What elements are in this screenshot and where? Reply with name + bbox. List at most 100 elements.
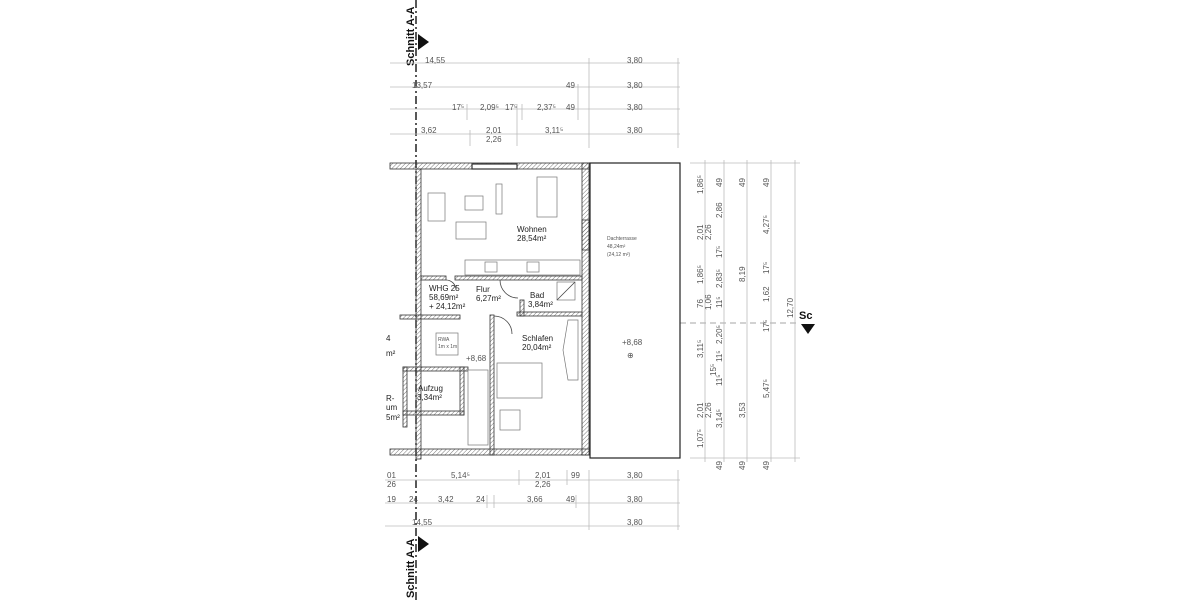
dimension-label: 24 [476,495,485,504]
dimension-label: 99 [571,471,580,480]
dimension-label: 3,80 [627,81,643,90]
walls [389,162,591,460]
dimension-label: 01 [387,471,396,480]
dimension-label: 24 [409,495,418,504]
dimension-label: 3,42 [438,495,454,504]
floor-level: +8,68 [466,354,487,363]
section-label-bottom: Schnitt A-A [405,538,417,598]
dimension-label: 2,37⁵ [537,103,556,112]
dimension-label: 3,80 [627,471,643,480]
dimension-label: 49 [566,103,575,112]
room-wohnen-name: Wohnen [517,225,547,234]
room-bad-name: Bad [530,291,544,300]
dimension-label: 17⁵ [762,320,771,332]
dimension-label: 5,14⁵ [451,471,470,480]
dimension-label: 11⁵ [715,350,724,362]
section-arrow-bottom-icon [418,536,429,552]
dimension-label: 11⁵ [715,296,724,308]
dimension-label: 4,27⁵ [762,215,771,234]
room-schlafen-area: 20,04m² [522,343,552,352]
dimension-label: 17⁵ [715,246,724,258]
room-flur-name: Flur [476,285,490,294]
dimension-label: 4 [386,334,391,343]
apartment-area: 58,69m² [429,293,459,302]
dimension-label: 3,53 [738,402,747,418]
dimension-label: 2,86 [715,202,724,218]
room-flur-area: 6,27m² [476,294,501,303]
dachterrasse [589,162,681,459]
dimensions-right: 1,86⁵ 2,01 2,26 1,86⁵ 76 1,06 3,11⁵ 2,01… [690,160,800,470]
dimension-label: m² [386,349,396,358]
dimension-label: 13,57 [412,81,433,90]
dimension-label: 3,11⁵ [545,126,563,135]
dimension-label: 3,62 [421,126,437,135]
dimension-label: 17⁵ [505,103,517,112]
dimension-label: 49 [566,81,575,90]
room-bad-area: 3,84m² [528,300,553,309]
room-wohnen-area: 28,54m² [517,234,547,243]
furniture: RWA 1m x 1m [427,176,581,446]
dimension-label: 1,07⁵ [696,429,705,448]
dimension-label: 49 [762,461,771,470]
dimension-label: 11⁵ [715,374,724,386]
dimension-label: 3,80 [627,126,643,135]
dimension-label: 3,14⁵ [715,409,724,428]
room-schlafen-name: Schlafen [522,334,553,343]
terrace-extra: (24,12 m²) [607,252,630,258]
dimension-label: 14,55 [412,518,433,527]
dimension-label: 17⁵ [762,262,771,274]
dimension-label: 3,66 [527,495,543,504]
dimension-label: 17⁵ [452,103,464,112]
dimension-label: 2,01 [486,126,502,135]
dimension-label: 2,26 [704,402,713,418]
dimension-label: 2,01 [535,471,551,480]
dimension-label: 49 [762,178,771,187]
dimension-label: 2,26 [704,224,713,240]
dimension-label: 3,80 [627,495,643,504]
terrace-level: +8,68 [622,338,643,347]
dimension-label: 1,86⁵ [696,175,705,194]
dimension-label: 3,11⁵ [696,340,705,358]
dimension-label: 2,20⁵ [715,325,724,344]
rwa-label: RWA [438,337,450,343]
dimension-label: 2,01 [696,224,705,240]
dimension-label: 19 [387,495,396,504]
dimension-label: 5m² [386,413,400,422]
dimension-label: 49 [715,178,724,187]
terrace-area: 48,24m² [607,244,626,250]
dimension-label: 3,80 [627,56,643,65]
dimension-label: 1,06 [704,294,713,310]
section-arrow-right-icon [801,324,815,334]
section-arrow-top-icon [418,34,429,50]
terrace-name: Dachterrasse [607,236,637,242]
dimension-label: 3,80 [627,103,643,112]
dimension-label: 1,86⁵ [696,265,705,284]
dimensions-bottom: 01 26 5,14⁵ 2,01 2,26 99 3,80 19 24 3,42… [385,470,680,530]
room-aufzug-area: 3,34m² [417,393,442,402]
dimension-label: 15⁵ [709,364,718,376]
dimension-label: 76 [696,299,705,308]
dimension-label: 2,26 [486,135,502,144]
dimension-label: um [386,403,397,412]
dimension-label: 14,55 [425,56,446,65]
section-label-right: Sc [799,310,812,322]
dimension-label: 49 [738,178,747,187]
dimension-label: 5,47⁵ [762,379,771,398]
dimension-label: 2,01 [696,402,705,418]
dimension-label: 3,80 [627,518,643,527]
dimension-label: 8,19 [738,266,747,282]
dimension-label: 49 [738,461,747,470]
room-labels: Wohnen 28,54m² Flur 6,27m² Bad 3,84m² Sc… [386,225,553,422]
dimensions-top: 14,55 3,80 13,57 49 3,80 17⁵ 2,09⁵ 17⁵ 2… [390,56,680,148]
dimension-label: 1,62 [762,286,771,302]
apartment-extra-area: + 24,12m² [429,302,466,311]
dimension-label: R- [386,394,395,403]
level-marker-icon: ⊕ [627,351,634,360]
dimension-label: 49 [715,461,724,470]
apartment-name: WHG 25 [429,284,460,293]
dimension-label: 2,83⁵ [715,269,724,288]
dimension-label: 26 [387,480,396,489]
dimension-label: 49 [566,495,575,504]
dimension-label: 12,70 [786,297,795,318]
dimension-label: 2,09⁵ [480,103,499,112]
